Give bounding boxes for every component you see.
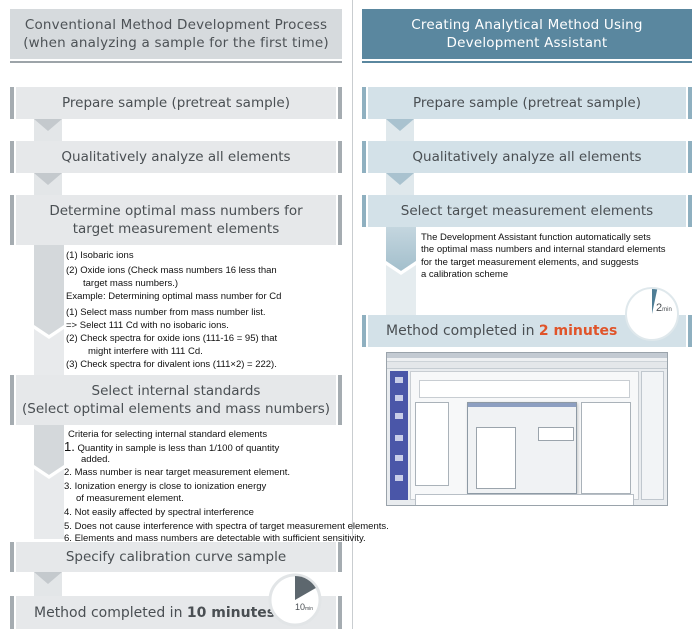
- criteria-item: 4. Not easily affected by spectral inter…: [64, 507, 254, 519]
- assistant-header-line2: Development Assistant: [446, 35, 608, 51]
- criteria-item: 5. Does not cause interference with spec…: [64, 520, 389, 532]
- sidebar-icon: [395, 395, 403, 401]
- long-arrow-down-icon: [386, 227, 416, 315]
- assistant-header: Creating Analytical Method Using Develop…: [362, 9, 692, 59]
- bottom-panel: [415, 494, 634, 505]
- description-line: for the target measurement elements, and…: [421, 256, 639, 268]
- window-workarea: [410, 371, 639, 505]
- result-prefix: Method completed in: [386, 323, 539, 339]
- note-line: (1) Isobaric ions: [66, 250, 134, 261]
- step-label: Prepare sample (pretreat sample): [62, 95, 290, 111]
- long-arrow-down-icon: [34, 245, 64, 375]
- development-assistant-dialog: [467, 402, 577, 494]
- result-time: 10 minutes: [186, 604, 276, 621]
- results-grid: [581, 402, 631, 494]
- arrow-down-icon: [386, 119, 414, 131]
- step-determine-mass-numbers: Determine optimal mass numbers for targe…: [10, 195, 342, 245]
- step-prepare-sample: Prepare sample (pretreat sample): [10, 87, 342, 119]
- sidebar-icon: [395, 455, 403, 461]
- sidebar-icon: [395, 413, 403, 419]
- software-screenshot: [386, 352, 668, 506]
- sidebar-icon: [395, 377, 403, 383]
- step-qualitative-analysis: Qualitatively analyze all elements: [362, 141, 692, 173]
- conventional-header: Conventional Method Development Process …: [10, 9, 342, 59]
- criteria-item: 6. Elements and mass numbers are detecta…: [64, 533, 366, 545]
- step-select-internal-standards: Select internal standards (Select optima…: [10, 375, 342, 425]
- note-line: might interfere with 111 Cd.: [88, 345, 203, 357]
- note-line: Example: Determining optimal mass number…: [66, 291, 282, 303]
- result-time: 2 minutes: [538, 323, 618, 339]
- step-label: Qualitatively analyze all elements: [412, 149, 642, 165]
- spectrum-chart: [419, 380, 630, 398]
- arrow-down-icon: [386, 173, 414, 185]
- criteria-item: 2. Mass number is near target measuremen…: [64, 467, 291, 479]
- clock-2min-label: 2min: [656, 302, 672, 314]
- header-underline: [10, 61, 342, 63]
- step-label: Prepare sample (pretreat sample): [413, 95, 641, 111]
- step-select-target-elements: Select target measurement elements: [362, 195, 692, 227]
- result-prefix: Method completed in: [34, 604, 187, 621]
- note-line: (2) Check spectra for oxide ions (111-16…: [66, 333, 278, 345]
- conventional-header-line1: Conventional Method Development Process: [24, 17, 328, 33]
- criteria-item-cont: of measurement element.: [76, 493, 184, 505]
- dialog-titlebar: [468, 403, 576, 407]
- step-label-line1: Determine optimal mass numbers for: [49, 203, 303, 219]
- step-label: Qualitatively analyze all elements: [61, 149, 291, 165]
- note-line: target mass numbers.): [83, 277, 179, 289]
- sidebar-icon: [395, 475, 403, 481]
- criteria-title: Criteria for selecting internal standard…: [68, 429, 268, 440]
- mass-number-notes: (1) Isobaric ions (2) Oxide ions (Check …: [66, 250, 281, 372]
- long-arrow-down-icon: [34, 425, 64, 539]
- arrow-down-icon: [34, 119, 62, 131]
- step-label: Specify calibration curve sample: [65, 549, 287, 565]
- note-line: (1) Select mass number from mass number …: [66, 306, 266, 318]
- window-titlebar: [387, 353, 667, 358]
- dialog-standard-table: [538, 427, 574, 441]
- criteria-item: 3. Ionization energy is close to ionizat…: [64, 480, 267, 492]
- sample-table: [415, 402, 449, 486]
- window-toolbar: [387, 362, 667, 369]
- description-line: a calibration scheme: [421, 269, 509, 281]
- step-label: Select target measurement elements: [400, 203, 654, 219]
- step-calibration-curve: Specify calibration curve sample: [10, 542, 342, 572]
- internal-standard-criteria: Criteria for selecting internal standard…: [64, 429, 389, 546]
- description-line: The Development Assistant function autom…: [421, 232, 651, 243]
- assistant-description: The Development Assistant function autom…: [421, 232, 666, 282]
- step-label-line2: (Select optimal elements and mass number…: [22, 401, 330, 417]
- step-prepare-sample: Prepare sample (pretreat sample): [362, 87, 692, 119]
- step-qualitative-analysis: Qualitatively analyze all elements: [10, 141, 342, 173]
- note-line: => Select 111 Cd with no isobaric ions.: [66, 320, 229, 332]
- conventional-header-line2: (when analyzing a sample for the first t…: [23, 35, 329, 51]
- properties-panel: [641, 371, 664, 500]
- arrow-down-icon: [34, 572, 62, 584]
- window-menubar: [387, 358, 667, 362]
- clock-10min-label: 10min: [295, 602, 314, 612]
- assistant-header-line1: Creating Analytical Method Using: [411, 17, 643, 33]
- arrow-down-icon: [34, 173, 62, 185]
- dialog-element-table: [476, 427, 516, 489]
- criteria-item-cont: added.: [81, 453, 111, 465]
- description-line: the optimal mass numbers and internal st…: [421, 244, 666, 256]
- sidebar-icon: [395, 435, 403, 441]
- clock-10min-icon: [268, 573, 322, 627]
- column-divider: [352, 0, 353, 629]
- note-line: (2) Oxide ions (Check mass numbers 16 le…: [66, 265, 277, 277]
- header-underline: [362, 61, 692, 63]
- step-label-line2: target measurement elements: [72, 221, 280, 237]
- clock-2min-icon: [625, 287, 679, 341]
- note-line: (3) Check spectra for divalent ions (111…: [66, 359, 277, 371]
- step-label-line1: Select internal standards: [91, 383, 261, 399]
- window-sidebar: [390, 371, 408, 500]
- criteria-item: 1. Quantity in sample is less than 1/100…: [64, 439, 280, 455]
